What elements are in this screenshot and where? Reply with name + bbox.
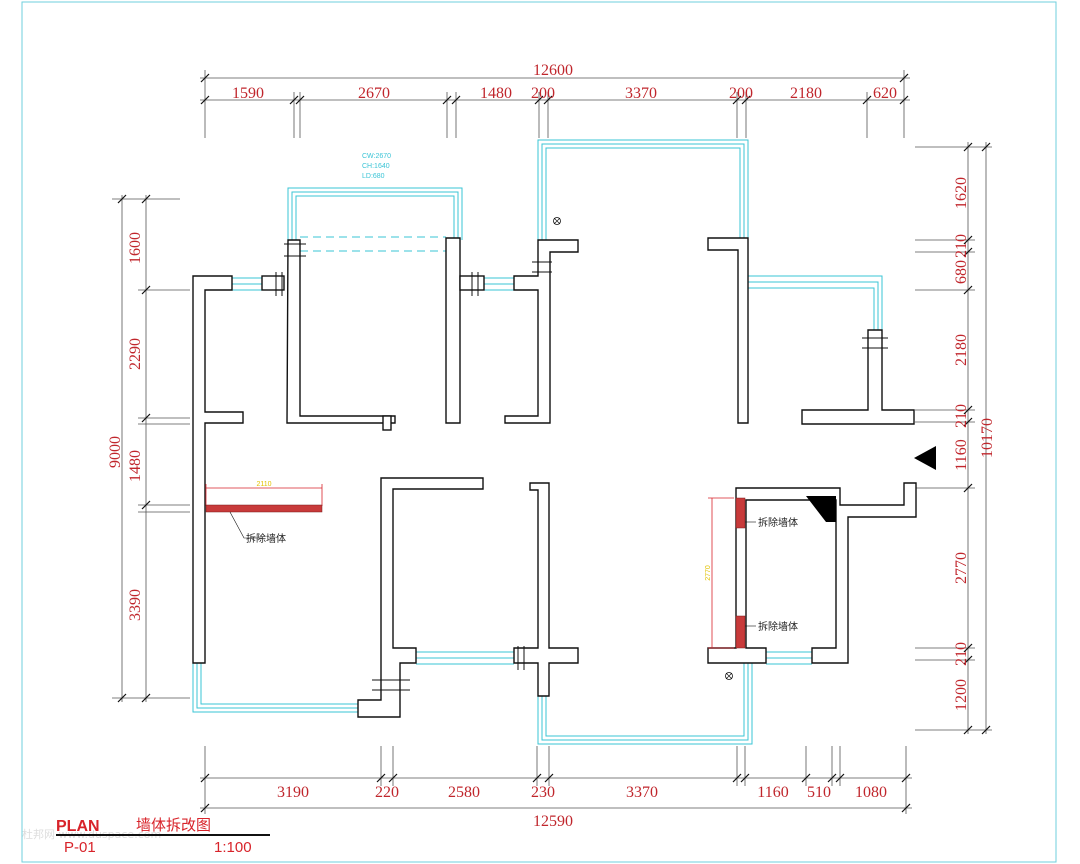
right-dim-7: 2770	[953, 552, 970, 584]
wall-door-jamb	[382, 415, 392, 431]
wall-pier-1	[261, 275, 285, 291]
plan-title: 墙体拆改图	[136, 816, 211, 834]
left-dim-2: 2290	[127, 338, 144, 370]
plan-label: PLAN	[56, 818, 100, 835]
demolish-label-3: 拆除墙体	[758, 620, 798, 633]
demolish-wall-hatch	[205, 504, 323, 513]
demolish-label-1: 拆除墙体	[246, 532, 286, 545]
demolition-marks: 2110 拆除墙体 2770 拆除墙体 拆除墙体	[205, 481, 798, 649]
sheet-number: P-01	[64, 839, 96, 856]
bottom-dim-8: 1080	[855, 784, 887, 801]
sheet-border	[21, 1, 1057, 863]
right-dim-2: 210	[953, 234, 970, 258]
drain-icon	[553, 217, 561, 225]
bottom-total-dim: 12590	[533, 813, 573, 830]
bottom-dim-3: 2580	[448, 784, 480, 801]
left-dimensions: 9000 1600 2290 1480 3390	[107, 194, 190, 703]
bottom-dim-4: 230	[531, 784, 555, 801]
wall-room1-left	[286, 239, 396, 424]
drain-icon	[725, 672, 733, 680]
top-dim-6: 200	[729, 85, 753, 102]
top-dim-7: 2180	[790, 85, 822, 102]
wall-room-lower-mid	[513, 482, 579, 697]
demolish-wall-dim-right: 2770	[705, 565, 712, 581]
demolish-wall-dim-left: 2110	[256, 481, 271, 488]
window-note-line-1: CW:2670	[362, 153, 391, 160]
wall-left-outer	[192, 275, 244, 664]
window-note-line-2: CH:1640	[362, 163, 390, 170]
drawing-scale: 1:100	[214, 839, 252, 856]
right-dim-1: 1620	[953, 177, 970, 209]
top-total-dim: 12600	[533, 62, 573, 79]
top-dim-5: 3370	[625, 85, 657, 102]
right-dimensions: 1620 210 680 2180 210 1160 2770 210 1200…	[915, 142, 996, 735]
left-dim-1: 1600	[127, 232, 144, 264]
window-spec-note: CW:2670 CH:1640 LD:680	[362, 153, 391, 180]
demolish-wall-hatch	[735, 615, 746, 649]
left-dim-3: 1480	[127, 450, 144, 482]
wall-room1-right	[445, 237, 461, 424]
top-dim-3: 1480	[480, 85, 512, 102]
walls	[192, 217, 917, 718]
top-dim-8: 620	[873, 85, 897, 102]
right-dim-3: 680	[953, 260, 970, 284]
wall-room-lower-right	[707, 482, 917, 664]
top-dimensions: 12600 1590 2670 1480 200 3370 200 2180 6…	[200, 62, 910, 138]
top-dim-2: 2670	[358, 85, 390, 102]
right-dim-9: 1200	[953, 679, 970, 711]
right-total-dim: 10170	[979, 418, 996, 458]
wall-room-lower-left	[357, 477, 484, 718]
wall-room2	[504, 239, 579, 424]
window-note-line-3: LD:680	[362, 173, 385, 180]
demolish-wall-hatch	[735, 497, 746, 529]
bottom-dim-6: 1160	[757, 784, 788, 801]
bottom-dim-1: 3190	[277, 784, 309, 801]
demolish-label-2: 拆除墙体	[758, 516, 798, 529]
column-hatch	[806, 496, 836, 522]
title-block: 杜邦网 www.duspace.com PLAN 墙体拆改图 P-01 1:10…	[22, 816, 270, 856]
bottom-dim-7: 510	[807, 784, 831, 801]
bottom-dim-5: 3370	[626, 784, 658, 801]
right-dim-8: 210	[953, 642, 970, 666]
top-dim-4: 200	[531, 85, 555, 102]
wall-living-right	[707, 237, 749, 424]
left-total-dim: 9000	[107, 436, 124, 468]
right-dim-5: 210	[953, 404, 970, 428]
right-dim-4: 2180	[953, 334, 970, 366]
right-dim-6: 1160	[953, 439, 970, 470]
bottom-dim-2: 220	[375, 784, 399, 801]
entrance-arrow-icon	[914, 446, 936, 470]
wall-room-right-upper	[801, 329, 915, 425]
bottom-dimensions: 3190 220 2580 230 3370 1160 510 1080 125…	[200, 746, 912, 830]
left-dim-4: 3390	[127, 589, 144, 621]
top-dim-1: 1590	[232, 85, 264, 102]
window-frames	[192, 139, 883, 745]
